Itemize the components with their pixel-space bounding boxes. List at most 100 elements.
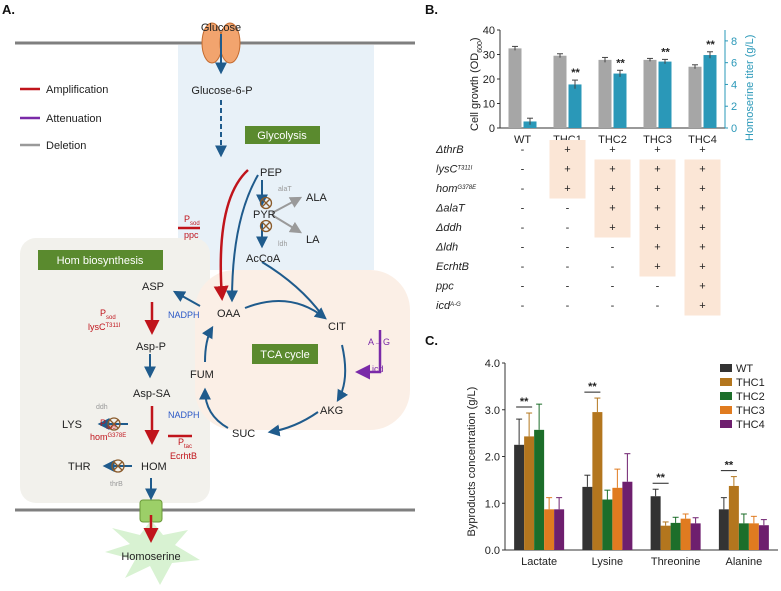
c-bar xyxy=(582,486,593,550)
b-y2tick-label: 2 xyxy=(731,101,737,113)
knockout-ldh-icon xyxy=(259,219,273,233)
strain-mark: - xyxy=(521,300,525,312)
c-legend-label: THC3 xyxy=(736,405,765,417)
strain-mark: + xyxy=(654,261,660,273)
strain-mark: - xyxy=(611,261,615,273)
strain-mark: + xyxy=(654,183,660,195)
strain-row-label: ppc xyxy=(435,281,454,293)
c-bar xyxy=(592,412,603,550)
b-significance: ** xyxy=(616,57,625,69)
b-ytick-label: 30 xyxy=(483,50,495,62)
b-xtick-label: THC2 xyxy=(598,134,627,146)
gene-psod-lysc: Psod xyxy=(100,308,116,321)
gene-thrb: thrB xyxy=(110,481,123,488)
strain-mark: + xyxy=(609,203,615,215)
c-legend-swatch xyxy=(720,364,732,372)
strain-mark: + xyxy=(654,164,660,176)
panel-label-c: C. xyxy=(425,333,438,348)
glycolysis-label: Glycolysis xyxy=(257,130,307,142)
strain-mark: + xyxy=(699,281,705,293)
gene-ecrhtb: EcrhtB xyxy=(170,451,197,461)
knockout-alat-icon xyxy=(259,196,273,210)
strain-mark: + xyxy=(564,164,570,176)
arrow-accoa-cit xyxy=(261,261,323,316)
arrow-akg-suc xyxy=(267,411,319,437)
strain-highlight xyxy=(684,159,721,316)
strain-row-label: ΔalaT xyxy=(435,203,466,215)
metabolite-glucose: Glucose xyxy=(201,22,241,34)
strain-mark: - xyxy=(656,281,660,293)
strain-mark: - xyxy=(521,144,525,156)
strain-mark: + xyxy=(699,300,705,312)
arrow-pep-oaa-red xyxy=(213,169,249,301)
b-bar xyxy=(568,84,582,128)
b-bar xyxy=(553,55,567,128)
c-legend-label: THC2 xyxy=(736,391,765,403)
strain-mark: - xyxy=(611,281,615,293)
strain-mark: + xyxy=(564,144,570,156)
knockout-icons xyxy=(107,196,273,473)
c-bar xyxy=(650,496,661,550)
c-legend-label: WT xyxy=(736,363,753,375)
c-bar xyxy=(554,509,565,550)
c-legend-label: THC1 xyxy=(736,377,765,389)
c-bar xyxy=(728,485,739,550)
metabolite-ala: ALA xyxy=(306,192,327,204)
b-bar xyxy=(703,55,717,128)
b-bar xyxy=(508,48,522,128)
metabolite-aspsa: Asp-SA xyxy=(133,388,171,400)
strain-table: ΔthrB-++++lysCT311I-++++homG378E-++++Δal… xyxy=(435,140,721,316)
metabolite-fum: FUM xyxy=(190,369,214,381)
c-bar xyxy=(514,444,525,550)
strain-mark: + xyxy=(654,144,660,156)
strain-mark: - xyxy=(566,261,570,273)
b-y2tick-label: 8 xyxy=(731,36,737,48)
legend-amplification: Amplification xyxy=(46,84,108,96)
metabolite-akg: AKG xyxy=(320,405,343,417)
strain-mark: - xyxy=(521,222,525,234)
strain-mark: + xyxy=(609,164,615,176)
knockout-thrb-icon xyxy=(111,459,125,473)
b-bar xyxy=(598,59,612,128)
strain-mark: - xyxy=(566,242,570,254)
c-xtick-label: Alanine xyxy=(726,556,763,568)
strain-mark: + xyxy=(699,144,705,156)
c-bar xyxy=(758,525,769,550)
knockout-ddh-icon xyxy=(107,417,121,431)
strain-row-label: ΔthrB xyxy=(435,144,464,156)
c-bar xyxy=(544,509,555,550)
strain-mark: + xyxy=(699,183,705,195)
c-ytick-label: 4.0 xyxy=(485,358,500,370)
b-ylabel: Cell growth (OD600) xyxy=(469,37,484,131)
arrow-fum-oaa xyxy=(201,325,214,363)
c-significance: ** xyxy=(520,396,529,408)
c-legend-swatch xyxy=(720,378,732,386)
metabolite-la: LA xyxy=(306,234,320,246)
strain-mark: + xyxy=(654,222,660,234)
arrow-suc-fum xyxy=(199,387,229,429)
pathway-legend: Amplification Attenuation Deletion xyxy=(20,84,108,152)
metabolite-g6p: Glucose-6-P xyxy=(191,85,252,97)
strain-row-label: Δldh xyxy=(435,242,458,254)
strain-mark: - xyxy=(611,242,615,254)
legend-deletion: Deletion xyxy=(46,140,86,152)
b-bar xyxy=(688,66,702,128)
b-bar xyxy=(613,73,627,128)
strain-row-label: icdA-G xyxy=(436,300,461,312)
strain-mark: + xyxy=(609,144,615,156)
strain-mark: - xyxy=(566,300,570,312)
gene-lysc: lysCT311I xyxy=(88,322,121,332)
c-ytick-label: 0.0 xyxy=(485,545,500,557)
strain-mark: + xyxy=(654,242,660,254)
gene-ppc: ppc xyxy=(184,230,199,240)
strain-mark: + xyxy=(609,183,615,195)
gene-psod-hom: Psod xyxy=(100,418,116,431)
strain-mark: - xyxy=(521,281,525,293)
legend-attenuation: Attenuation xyxy=(46,113,102,125)
c-bar xyxy=(738,523,749,550)
c-xtick-label: Lactate xyxy=(521,556,557,568)
c-bar xyxy=(534,429,545,550)
c-legend-swatch xyxy=(720,392,732,400)
strain-mark: - xyxy=(521,164,525,176)
